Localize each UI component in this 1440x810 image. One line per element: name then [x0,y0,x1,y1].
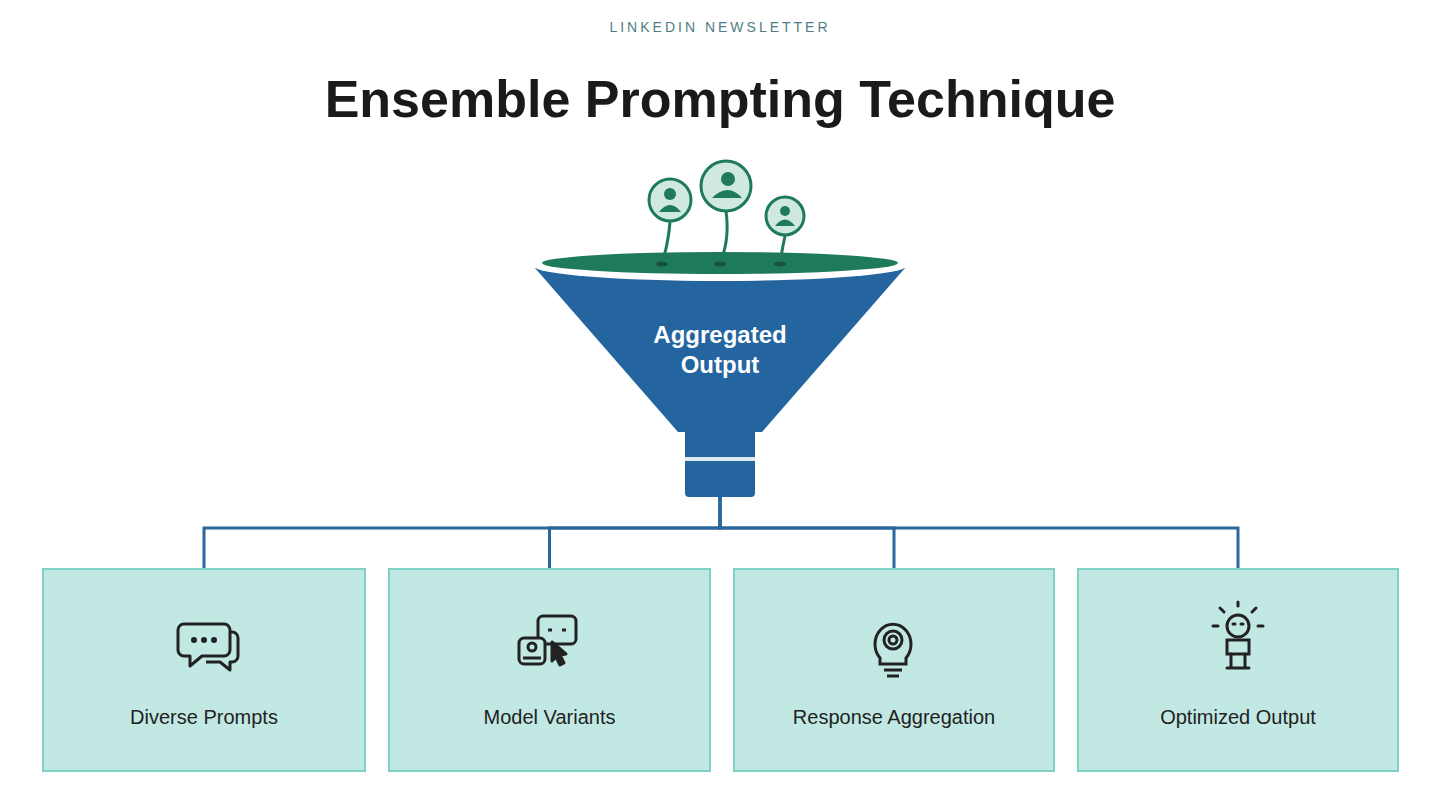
diagram-title: Ensemble Prompting Technique [0,68,1440,130]
model-icon [519,616,576,665]
aggregation-ring [884,631,902,649]
aggregation-core [889,636,897,644]
pin-circle [701,161,751,211]
funnel-label: Aggregated Output [625,320,815,380]
aggregation-icon [875,624,911,676]
step-label: Model Variants [390,702,709,732]
step-box: Diverse Prompts [42,568,366,772]
pin-stem [720,211,727,263]
pin-dot [774,262,786,267]
person-head [721,172,735,186]
output-icon [1213,602,1263,668]
funnel-rim [534,251,906,281]
bracket-connector [204,497,720,568]
step-label: Response Aggregation [735,702,1053,732]
funnel-node: Aggregated Output [530,250,910,497]
person-body [775,220,795,227]
bulb-base [884,670,902,676]
header-label: LINKEDIN NEWSLETTER [0,19,1440,35]
funnel-top [542,252,898,274]
bulb-outline [875,624,911,664]
bracket-connector [550,497,721,568]
bracket-connector [720,497,1238,568]
pin-dot [656,262,668,267]
person-body [712,190,742,198]
chat-bubble [178,624,230,666]
step-box: Response Aggregation [733,568,1055,772]
pin-stems [662,211,785,263]
model-screen [538,616,576,644]
chat-icon [178,624,238,670]
chat-dot [203,639,206,642]
model-base [523,657,541,660]
person-pin [649,179,691,221]
pin-dots [656,262,786,267]
funnel-body [535,268,905,432]
spout-ring [685,457,755,461]
person-head [664,188,676,200]
pin-circle [766,197,804,235]
chat-dot [213,639,216,642]
step-box: Model Variants [388,568,711,772]
pin-stem [780,236,785,263]
bracket-connector [720,497,894,568]
step-label: Optimized Output [1079,702,1397,732]
robot-head [1227,615,1249,637]
person-pin [701,161,751,211]
person-body [659,205,681,212]
robot-eyes [1233,623,1243,626]
model-device [519,638,545,664]
step-box: Optimized Output [1077,568,1399,772]
model-eyes [548,629,566,632]
chat-bubble [206,632,238,670]
person-pin [766,197,804,235]
model-lens [528,643,536,651]
shine-rays [1213,602,1263,626]
chat-dot [193,639,196,642]
robot-body [1227,640,1249,654]
step-label: Diverse Prompts [44,702,364,732]
cursor-arrow [552,642,566,665]
person-head [780,206,790,216]
pin-dot [714,262,726,267]
pin-circle [649,179,691,221]
funnel-spout [685,428,755,497]
pin-stem [662,222,670,263]
robot-legs [1227,654,1249,668]
